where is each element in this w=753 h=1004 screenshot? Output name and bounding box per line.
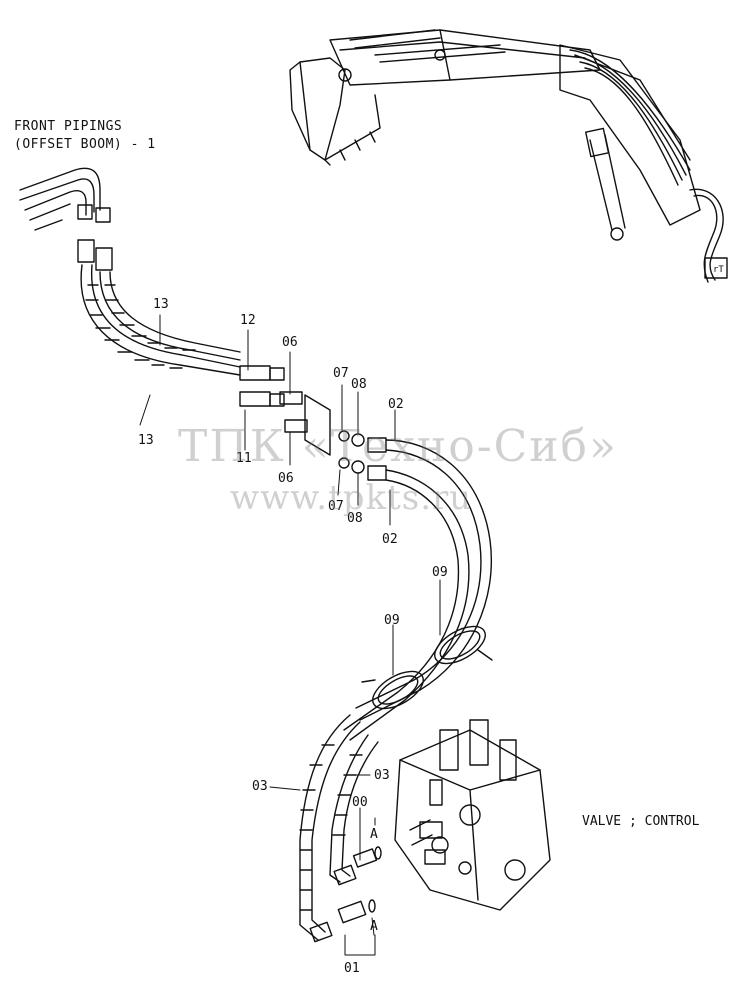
callout-07: 07 — [333, 366, 349, 381]
callout-a: A — [370, 827, 378, 842]
hose-02-drawing — [344, 438, 491, 740]
callout-13: 13 — [138, 433, 154, 448]
callout-11: 11 — [236, 451, 252, 466]
callout-06: 06 — [282, 335, 298, 350]
leader-lines — [140, 315, 440, 955]
diagram-title: FRONT PIPINGS (OFFSET BOOM) - 1 — [14, 118, 156, 153]
control-valve-drawing — [395, 720, 550, 910]
svg-text:rT: rT — [713, 265, 724, 275]
excavator-arm-drawing: rT — [290, 30, 727, 282]
callout-03: 03 — [252, 779, 268, 794]
callout-09: 09 — [432, 565, 448, 580]
callout-13: 13 — [153, 297, 169, 312]
title-line-2: (OFFSET BOOM) - 1 — [14, 136, 156, 152]
adapters-drawing — [280, 392, 364, 473]
callout-02: 02 — [382, 532, 398, 547]
callout-08: 08 — [347, 511, 363, 526]
callout-08: 08 — [351, 377, 367, 392]
callout-07: 07 — [328, 499, 344, 514]
clamp-09-drawing — [362, 619, 492, 716]
callout-02: 02 — [388, 397, 404, 412]
callout-06: 06 — [278, 471, 294, 486]
hose-13-drawing — [78, 240, 284, 406]
component-label: VALVE ; CONTROL — [582, 814, 700, 829]
callout-01: 01 — [344, 961, 360, 976]
front-pipings-drawing — [20, 168, 110, 230]
hose-03-drawing — [300, 715, 381, 942]
callout-a: A — [370, 919, 378, 934]
callout-03: 03 — [374, 768, 390, 783]
callout-09: 09 — [384, 613, 400, 628]
title-line-1: FRONT PIPINGS — [14, 119, 123, 134]
callout-12: 12 — [240, 313, 256, 328]
callout-00: 00 — [352, 795, 368, 810]
